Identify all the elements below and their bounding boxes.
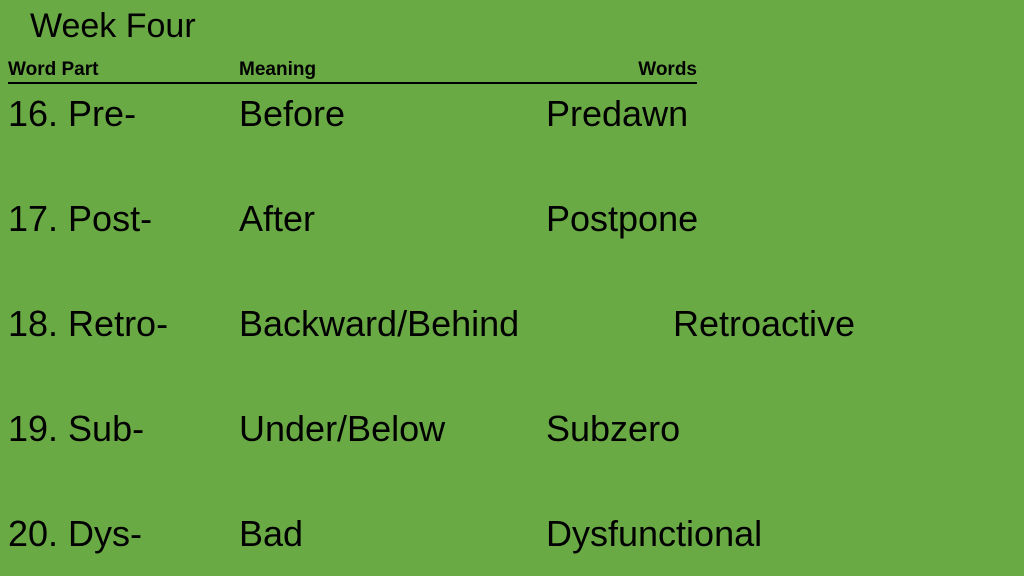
slide-title: Week Four [30,7,196,45]
header-meaning: Meaning [239,59,317,80]
header-word-part: Word Part [8,59,99,80]
example-word: Postpone [546,198,699,239]
header-words: Words [638,59,697,80]
meaning: Bad [239,513,304,554]
example-word: Predawn [546,93,689,134]
example-word: Subzero [546,408,681,449]
table-header: Word Part Meaning Words [8,58,697,84]
word-part: 17. Post- [8,198,153,239]
word-part: 18. Retro- [8,303,169,344]
word-part: 19. Sub- [8,408,145,449]
word-part: 20. Dys- [8,513,143,554]
example-word: Retroactive [673,303,856,344]
meaning: Before [239,93,346,134]
meaning: After [239,198,316,239]
word-part: 16. Pre- [8,93,137,134]
meaning: Backward/Behind [239,303,520,344]
example-word: Dysfunctional [546,513,763,554]
meaning: Under/Below [239,408,446,449]
